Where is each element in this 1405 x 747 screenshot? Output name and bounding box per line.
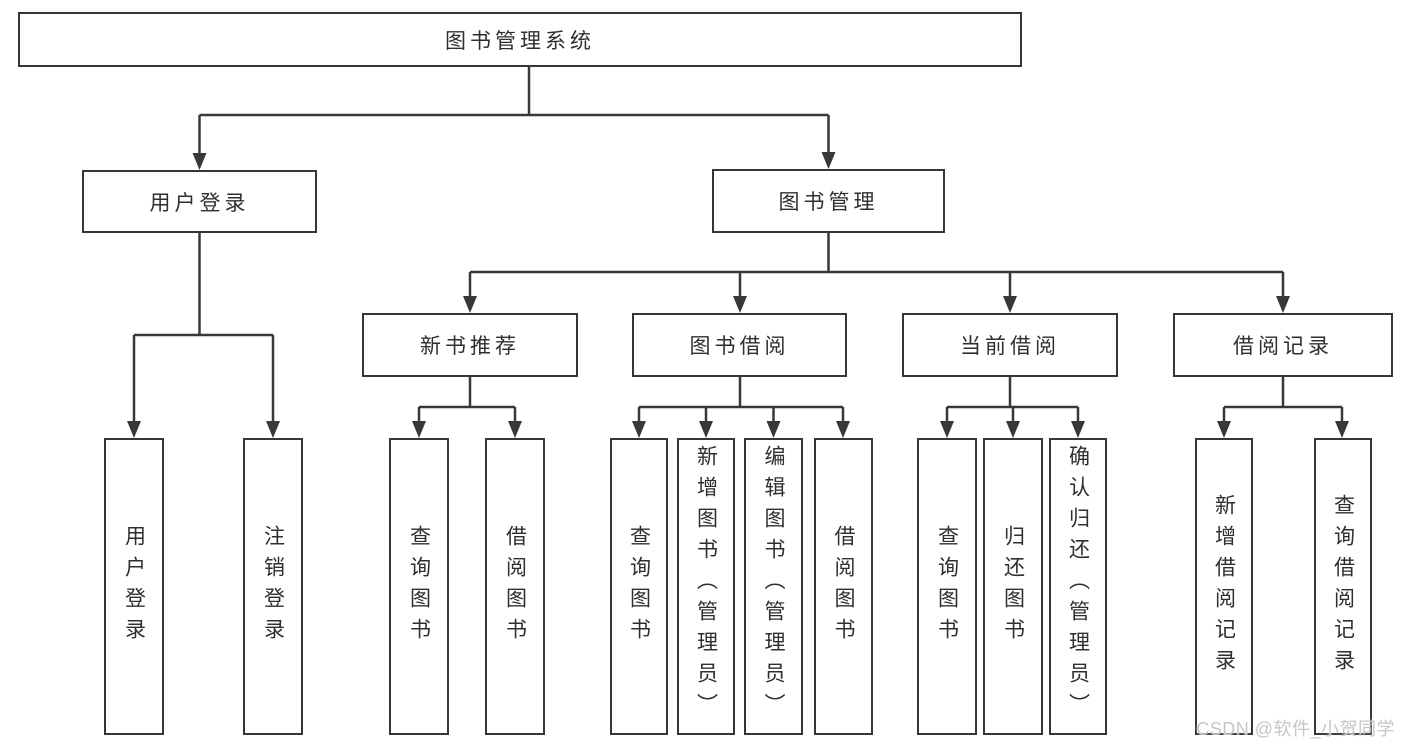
node-label: 注销登录 — [261, 524, 285, 649]
node-label: 借阅图书 — [832, 524, 855, 649]
node-label: 用户登录 — [122, 524, 146, 649]
node-label: 图书管理 — [778, 191, 879, 214]
node-label: 查询图书 — [407, 524, 431, 649]
node-new-book-recommendation: 新书推荐 — [362, 313, 578, 377]
node-label: 图书借阅 — [689, 335, 790, 358]
leaf-add-borrowing-record: 新增借阅记录 — [1195, 438, 1253, 735]
leaf-return-books: 归还图书 — [983, 438, 1043, 735]
node-label: 新增图书（管理员） — [694, 445, 718, 724]
node-label: 借阅记录 — [1233, 335, 1333, 358]
node-label: 借阅图书 — [503, 524, 527, 649]
leaf-borrow-books-recommendation: 借阅图书 — [485, 438, 545, 735]
node-library-management-system: 图书管理系统 — [18, 12, 1022, 67]
leaf-edit-books-admin: 编辑图书（管理员） — [744, 438, 803, 735]
node-book-borrowing: 图书借阅 — [632, 313, 847, 377]
leaf-query-books-borrowing: 查询图书 — [610, 438, 668, 735]
node-borrowing-records: 借阅记录 — [1173, 313, 1393, 377]
csdn-watermark: CSDN @软件_小贺同学 — [1196, 719, 1395, 739]
node-current-borrowing: 当前借阅 — [902, 313, 1118, 377]
node-label: 编辑图书（管理员） — [762, 445, 785, 724]
leaf-logout-login: 注销登录 — [243, 438, 303, 735]
leaf-add-books-admin: 新增图书（管理员） — [677, 438, 735, 735]
node-label: 新书推荐 — [420, 335, 520, 358]
node-label: 查询借阅记录 — [1331, 493, 1355, 680]
leaf-query-books-recommendation: 查询图书 — [389, 438, 449, 735]
node-label: 确认归还（管理员） — [1066, 445, 1090, 724]
node-label: 用户登录 — [149, 191, 250, 215]
leaf-query-borrowing-record: 查询借阅记录 — [1314, 438, 1372, 735]
node-label: 查询图书 — [935, 524, 959, 649]
node-label: 归还图书 — [1001, 524, 1025, 649]
leaf-borrow-books-borrowing: 借阅图书 — [814, 438, 873, 735]
leaf-user-login: 用户登录 — [104, 438, 164, 735]
leaf-query-books-current: 查询图书 — [917, 438, 977, 735]
node-label: 新增借阅记录 — [1212, 493, 1236, 680]
node-label: 查询图书 — [627, 524, 651, 649]
node-label: 当前借阅 — [960, 335, 1060, 358]
node-label: 图书管理系统 — [445, 29, 595, 53]
leaf-confirm-return-admin: 确认归还（管理员） — [1049, 438, 1107, 735]
node-book-management: 图书管理 — [712, 169, 945, 233]
node-user-login: 用户登录 — [82, 170, 317, 233]
